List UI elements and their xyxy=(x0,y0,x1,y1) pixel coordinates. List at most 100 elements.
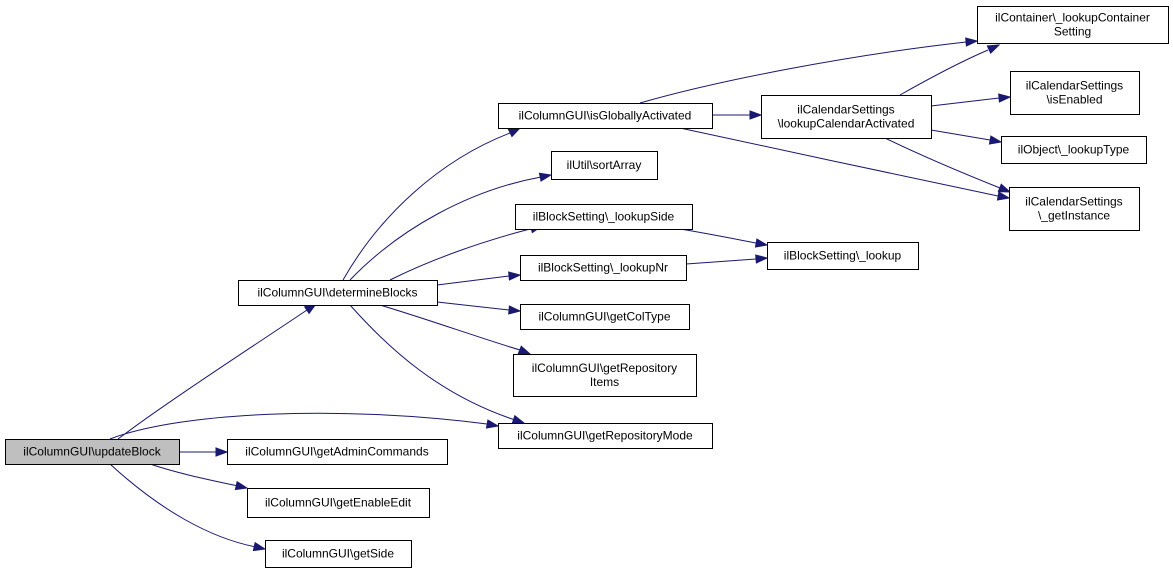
node-label: ilColumnGUI\getSide xyxy=(282,547,394,561)
edge-arrowhead xyxy=(755,254,769,264)
node-label: ilColumnGUI\getColType xyxy=(538,310,670,324)
edge-arrowhead xyxy=(215,447,229,457)
edge-arrowhead xyxy=(508,305,522,315)
node-box xyxy=(1001,136,1147,164)
edge-lookupCalendarActivated-to-getInstance xyxy=(884,137,1012,193)
edge-line xyxy=(884,137,1001,189)
edge-determineBlocks-to-lookupNr xyxy=(436,271,522,286)
node-box xyxy=(520,255,687,281)
edge-arrowhead xyxy=(234,480,249,491)
edge-arrowhead xyxy=(997,183,1012,193)
node-getAdminCommands[interactable]: ilColumnGUI\getAdminCommands xyxy=(227,439,448,465)
call-graph-edges xyxy=(109,37,1012,552)
edge-arrowhead xyxy=(998,93,1012,103)
node-label: ilColumnGUI\determineBlocks xyxy=(257,286,417,300)
node-label: ilBlockSetting\_lookupNr xyxy=(538,261,668,275)
node-box xyxy=(767,242,919,270)
node-isEnabled[interactable]: ilCalendarSettings\isEnabled xyxy=(1010,71,1140,115)
node-lookupCalendarActivated[interactable]: ilCalendarSettings\lookupCalendarActivat… xyxy=(761,95,932,139)
edge-line xyxy=(342,132,511,281)
node-label: ilCalendarSettings xyxy=(1026,79,1123,93)
edge-determineBlocks-to-lookupSide xyxy=(389,224,544,281)
edge-lookupCalendarActivated-to-isEnabled xyxy=(930,93,1012,107)
node-label: ilColumnGUI\getAdminCommands xyxy=(245,445,428,459)
edge-isGloballyActivated-to-getInstance xyxy=(679,127,1011,201)
edge-line xyxy=(117,307,311,440)
node-label: \_getInstance xyxy=(1038,209,1110,223)
node-box xyxy=(513,354,697,397)
edge-arrowhead xyxy=(252,541,267,552)
node-box xyxy=(498,423,713,449)
edge-updateBlock-to-getEnableEdit xyxy=(149,463,249,491)
call-graph-nodes: ilColumnGUI\updateBlock ilColumnGUI\deter… xyxy=(5,6,1169,568)
edge-line xyxy=(436,301,510,311)
edge-determineBlocks-to-sortArray xyxy=(349,172,553,281)
edge-isGloballyActivated-to-lookupCalendarActivated xyxy=(712,110,763,120)
node-lookupType[interactable]: ilObject\_lookupType xyxy=(1001,136,1147,164)
edge-arrowhead xyxy=(508,271,522,281)
edge-line xyxy=(679,127,999,197)
node-box xyxy=(227,439,448,465)
edge-arrowhead xyxy=(986,44,1001,55)
edge-lookupNr-to-blockLookup xyxy=(685,254,769,265)
edge-line xyxy=(685,258,757,265)
edge-line xyxy=(349,304,516,421)
node-label: Items xyxy=(590,375,619,389)
node-lookupNr[interactable]: ilBlockSetting\_lookupNr xyxy=(520,255,687,281)
node-box xyxy=(1009,187,1140,231)
edge-updateBlock-to-getAdminCommands xyxy=(179,447,229,457)
node-label: ilCalendarSettings xyxy=(797,103,894,117)
edge-arrowhead xyxy=(517,345,532,355)
edge-line xyxy=(930,97,1000,107)
node-box xyxy=(247,488,430,518)
edge-line xyxy=(679,228,757,244)
edge-updateBlock-to-determineBlocks xyxy=(117,303,318,440)
edge-arrowhead xyxy=(965,37,979,47)
edge-arrowhead xyxy=(988,135,1003,145)
edge-arrowhead xyxy=(511,414,526,424)
node-getEnableEdit[interactable]: ilColumnGUI\getEnableEdit xyxy=(247,488,430,518)
edge-line xyxy=(930,129,991,141)
node-label: ilColumnGUI\isGloballyActivated xyxy=(519,109,692,123)
node-box xyxy=(498,103,713,129)
node-label: ilCalendarSettings xyxy=(1025,195,1122,209)
node-getRepositoryMode[interactable]: ilColumnGUI\getRepositoryMode xyxy=(498,423,713,449)
node-determineBlocks[interactable]: ilColumnGUI\determineBlocks xyxy=(238,280,438,306)
edge-arrowhead xyxy=(749,110,763,120)
edge-line xyxy=(349,176,542,281)
node-label: Setting xyxy=(1054,25,1091,39)
edge-lookupSide-to-blockLookup xyxy=(679,228,769,248)
edge-updateBlock-to-getRepositoryMode xyxy=(109,412,500,440)
node-updateBlock[interactable]: ilColumnGUI\updateBlock xyxy=(5,439,180,465)
edge-determineBlocks-to-getColType xyxy=(436,301,522,315)
node-box xyxy=(515,204,693,230)
node-lookupSide[interactable]: ilBlockSetting\_lookupSide xyxy=(515,204,693,230)
node-getInstance[interactable]: ilCalendarSettings\_getInstance xyxy=(1009,187,1140,231)
node-getSide[interactable]: ilColumnGUI\getSide xyxy=(265,540,412,568)
node-blockLookup[interactable]: ilBlockSetting\_lookup xyxy=(767,242,919,270)
node-sortArray[interactable]: ilUtil\sortArray xyxy=(551,151,658,180)
edge-determineBlocks-to-isGloballyActivated xyxy=(342,127,522,281)
node-box xyxy=(551,151,658,180)
node-label: ilBlockSetting\_lookup xyxy=(784,249,902,263)
node-label: ilContainer\_lookupContainer xyxy=(995,11,1150,25)
edge-line xyxy=(899,49,989,96)
node-box xyxy=(520,304,690,330)
edge-line xyxy=(149,463,239,487)
node-label: ilColumnGUI\getRepositoryMode xyxy=(517,429,693,443)
edge-arrowhead xyxy=(507,127,522,138)
edge-arrowhead xyxy=(996,191,1011,201)
node-label: ilColumnGUI\updateBlock xyxy=(23,445,161,459)
edge-arrowhead xyxy=(538,172,553,182)
node-box xyxy=(1010,71,1140,115)
node-box xyxy=(265,540,412,568)
node-label: ilColumnGUI\getRepository xyxy=(532,361,677,375)
edge-determineBlocks-to-getRepositoryItems xyxy=(379,304,532,355)
edge-line xyxy=(389,228,531,281)
edge-lookupCalendarActivated-to-lookupContainerSetting xyxy=(899,44,1001,96)
node-getColType[interactable]: ilColumnGUI\getColType xyxy=(520,304,690,330)
node-isGloballyActivated[interactable]: ilColumnGUI\isGloballyActivated xyxy=(498,103,713,129)
